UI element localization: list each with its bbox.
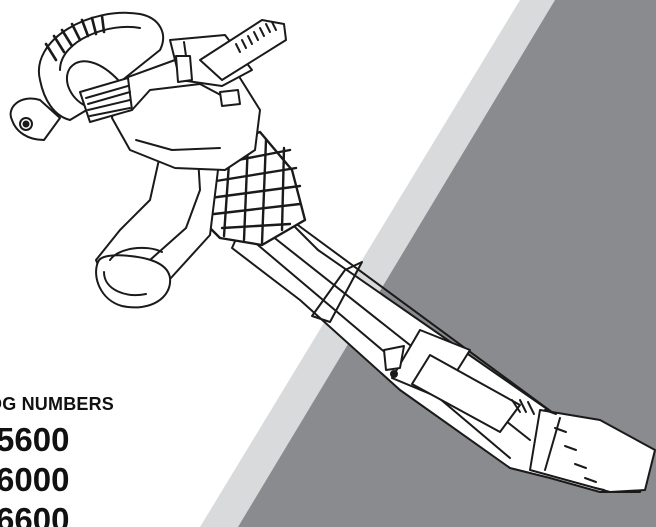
gray-band [238, 0, 656, 527]
model-number: V5600 [0, 421, 70, 458]
model-number: V6000 [0, 461, 70, 498]
blower-tube [231, 189, 656, 493]
model-number-list: V5600 V6000 V6600 [0, 420, 114, 527]
catalog-heading: OG NUMBERS [0, 394, 115, 414]
catalog-block: OG NUMBERS V5600 V6000 V6600 [0, 394, 114, 527]
model-number: V6600 [0, 501, 70, 527]
rear-handle [9, 11, 165, 141]
top-fins [199, 19, 287, 81]
